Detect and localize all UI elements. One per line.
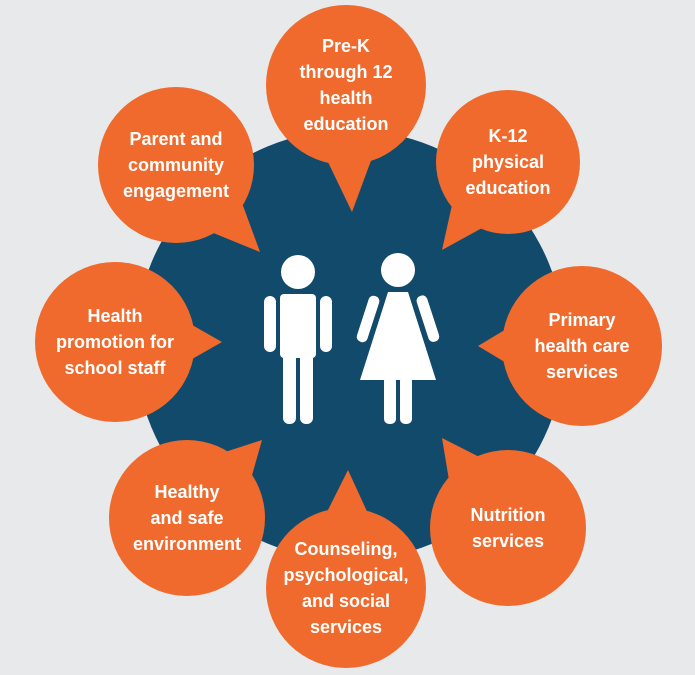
bubble-circle	[266, 5, 426, 165]
label-health-care-services: Primary health care services	[534, 310, 630, 382]
label-counseling-services: Counseling, psychological, and social se…	[283, 539, 409, 637]
bubble-staff-health-promotion	[35, 262, 222, 422]
bubble-circle	[436, 90, 580, 234]
label-healthy-environment: Healthy and safe environment	[132, 482, 242, 554]
bubble-counseling-services	[266, 470, 426, 668]
bubble-physical-education	[436, 90, 580, 250]
label-physical-education: K-12 physical education	[465, 126, 551, 198]
bubble-health-care-services	[478, 266, 662, 426]
label-health-education: Pre-K through 12 health education	[299, 36, 393, 134]
label-staff-health-promotion: Health promotion for school staff	[56, 306, 174, 378]
bubble-circle	[430, 450, 586, 606]
label-nutrition-services: Nutrition services	[470, 505, 546, 551]
label-community-engagement: Parent and community engagement	[122, 129, 230, 201]
component-bubbles	[35, 5, 662, 668]
bubble-circle	[35, 262, 195, 422]
bubble-circle	[98, 87, 254, 243]
bubble-circle	[109, 440, 265, 596]
bubble-nutrition-services	[430, 438, 586, 606]
bubble-circle	[266, 508, 426, 668]
bubble-health-education	[266, 5, 426, 212]
bubble-community-engagement	[98, 87, 260, 252]
bubble-circle	[502, 266, 662, 426]
male-figure-icon	[264, 255, 332, 424]
female-figure-icon	[356, 253, 440, 424]
people-icons	[264, 253, 440, 424]
bubble-healthy-environment	[109, 440, 265, 596]
